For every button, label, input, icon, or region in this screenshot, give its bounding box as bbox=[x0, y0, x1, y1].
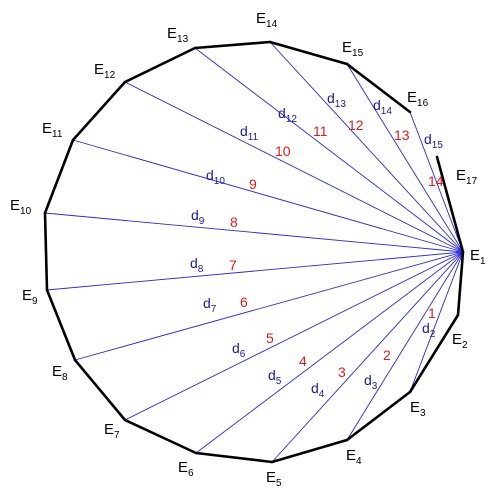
polygon-edge-15 bbox=[345, 62, 412, 114]
polygon-edge-9 bbox=[43, 211, 49, 292]
diagonal-index-2: 2 bbox=[383, 347, 391, 363]
vertex-label-e17: E17 bbox=[456, 167, 478, 187]
diagonal-line-4 bbox=[195, 251, 464, 454]
diagonal-index-14: 14 bbox=[428, 173, 444, 189]
diagonal-label-d12: d12 bbox=[278, 105, 297, 125]
diagonal-index-13: 13 bbox=[394, 127, 410, 143]
vertex-label-e5: E5 bbox=[266, 469, 282, 489]
diagonal-index-10: 10 bbox=[275, 143, 291, 159]
polygon-edge-10 bbox=[43, 138, 75, 215]
diagonal-index-5: 5 bbox=[266, 330, 274, 346]
diagonal-line-5 bbox=[124, 251, 464, 421]
diagonal-label-d6: d6 bbox=[232, 340, 246, 360]
diagonal-line-3 bbox=[271, 251, 464, 463]
vertex-label-e4: E4 bbox=[346, 447, 362, 467]
vertex-label-e1: E1 bbox=[470, 247, 486, 267]
diagonal-label-d5: d5 bbox=[268, 367, 282, 387]
diagonal-line-9 bbox=[72, 139, 464, 253]
vertex-label-e14: E14 bbox=[256, 10, 278, 30]
polygon-edge-1 bbox=[456, 250, 465, 317]
diagonal-line-10 bbox=[124, 81, 464, 253]
polygon-edges-layer bbox=[43, 40, 465, 464]
diagonal-index-9: 9 bbox=[249, 176, 257, 192]
polygon-edge-5 bbox=[194, 451, 274, 464]
vertex-label-e2: E2 bbox=[452, 331, 468, 351]
diagonal-index-4: 4 bbox=[299, 353, 307, 369]
diagonal-index-11: 11 bbox=[313, 123, 328, 139]
diagonal-line-1 bbox=[409, 251, 464, 393]
diagonal-line-14 bbox=[409, 111, 464, 253]
diagonal-index-7: 7 bbox=[229, 257, 237, 273]
diagonal-line-2 bbox=[346, 251, 464, 441]
polygon-edge-6 bbox=[123, 418, 198, 455]
vertex-label-e9: E9 bbox=[22, 287, 38, 307]
diagonal-line-6 bbox=[74, 251, 464, 361]
diagonal-label-d3: d3 bbox=[364, 372, 378, 392]
vertex-label-e16: E16 bbox=[407, 89, 429, 109]
polygon-edge-4 bbox=[270, 438, 349, 464]
vertex-label-e3: E3 bbox=[410, 399, 426, 419]
vertex-label-e15: E15 bbox=[342, 39, 364, 59]
diagonal-index-8: 8 bbox=[230, 214, 238, 230]
diagonal-line-8 bbox=[44, 212, 464, 253]
diagonal-index-1: 1 bbox=[428, 305, 436, 321]
vertex-label-e11: E11 bbox=[42, 120, 63, 140]
polygon-edge-2 bbox=[408, 313, 460, 394]
diagonal-line-12 bbox=[269, 41, 464, 253]
diagonal-label-d10: d10 bbox=[206, 167, 225, 187]
polygon-edge-7 bbox=[73, 358, 127, 422]
vertex-label-e6: E6 bbox=[178, 459, 194, 479]
vertex-label-e8: E8 bbox=[52, 363, 68, 383]
polygon-edge-8 bbox=[45, 288, 77, 362]
diagonal-line-11 bbox=[194, 47, 464, 253]
diagonal-label-d13: d13 bbox=[327, 90, 346, 110]
vertex-label-e7: E7 bbox=[104, 421, 120, 441]
diagonal-label-d9: d9 bbox=[191, 207, 205, 227]
polygon-edge-11 bbox=[71, 80, 127, 142]
diagonal-line-13 bbox=[346, 63, 464, 253]
polygon-edge-3 bbox=[345, 390, 412, 442]
diagonal-label-d14: d14 bbox=[373, 97, 392, 117]
vertex-label-e10: E10 bbox=[10, 197, 32, 217]
diagonal-label-d11: d11 bbox=[240, 123, 259, 143]
diagonal-index-12: 12 bbox=[348, 117, 364, 133]
polygon-edge-12 bbox=[123, 46, 197, 84]
diagonal-index-3: 3 bbox=[338, 364, 346, 380]
vertex-label-e12: E12 bbox=[94, 61, 116, 81]
polygon-edge-13 bbox=[193, 40, 272, 50]
polygon-edge-17 bbox=[435, 155, 465, 254]
polygon-edge-14 bbox=[268, 40, 349, 66]
diagonal-label-d8: d8 bbox=[190, 255, 204, 275]
diagonal-label-d2: d2 bbox=[422, 320, 436, 340]
vertex-label-e13: E13 bbox=[167, 25, 189, 45]
diagonal-label-d15: d15 bbox=[424, 131, 443, 151]
diagonals-layer bbox=[44, 41, 464, 463]
diagonal-label-d7: d7 bbox=[203, 295, 217, 315]
diagonal-label-d4: d4 bbox=[311, 380, 325, 400]
diagonal-index-6: 6 bbox=[240, 294, 248, 310]
diagonal-line-7 bbox=[46, 251, 464, 291]
